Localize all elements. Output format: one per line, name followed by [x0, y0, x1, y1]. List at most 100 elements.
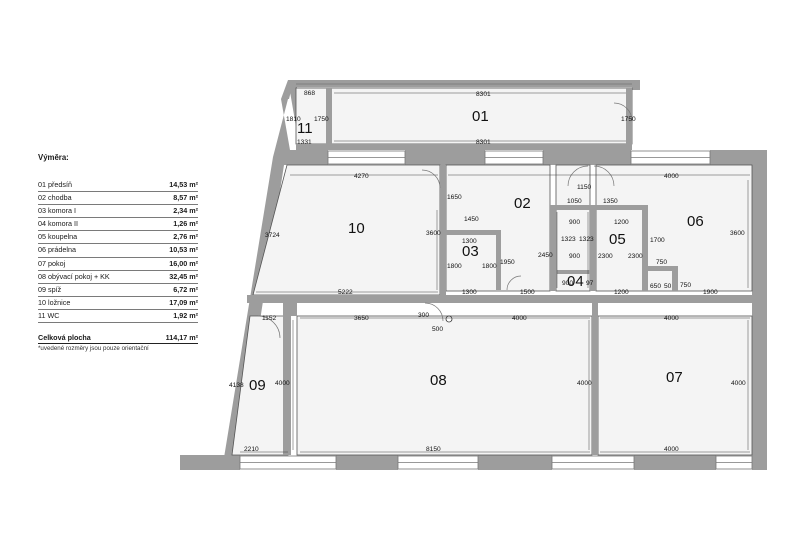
- dim-label: 2300: [628, 253, 643, 260]
- dim-label: 4000: [664, 315, 679, 322]
- legend-row-label: 05 koupelna: [38, 232, 78, 242]
- room-03-label: 03: [462, 243, 479, 260]
- room-01-label: 01: [472, 108, 489, 125]
- dim-label: 1950: [500, 259, 515, 266]
- dim-label: 5222: [338, 289, 353, 296]
- dim-label: 3600: [426, 230, 441, 237]
- dim-label: 1323: [579, 236, 594, 243]
- dim-label: 1500: [520, 289, 535, 296]
- legend-row-value: 32,45 m²: [169, 271, 198, 281]
- legend-row-label: 11 WC: [38, 310, 60, 320]
- dim-label: 3650: [354, 315, 369, 322]
- dim-label: 650: [650, 283, 661, 290]
- legend-row: 08 obývací pokoj + KK 32,45 m²: [38, 271, 198, 284]
- dim-label: 4000: [512, 315, 527, 322]
- dim-label: 4000: [664, 173, 679, 180]
- dim-label: 1750: [621, 116, 636, 123]
- legend-row-value: 2,34 m²: [173, 206, 198, 216]
- corridor-strip: [295, 87, 633, 150]
- legend-row-label: 08 obývací pokoj + KK: [38, 271, 110, 281]
- dim-label: 50: [664, 283, 672, 290]
- dimension-lines: [240, 92, 750, 453]
- legend-row-label: 06 prádelna: [38, 245, 76, 255]
- dim-label: 500: [432, 326, 443, 333]
- dim-label: 2300: [598, 253, 613, 260]
- column-marker: [445, 315, 453, 323]
- dim-label: 1152: [262, 315, 277, 322]
- legend-row: 09 spíž 6,72 m²: [38, 284, 198, 297]
- dim-label: 8301: [476, 91, 491, 98]
- legend-row: 05 koupelna 2,76 m²: [38, 231, 198, 245]
- door-swings: [257, 102, 633, 339]
- legend-row: 11 WC 1,92 m²: [38, 310, 198, 324]
- legend-row-value: 8,57 m²: [173, 193, 198, 203]
- dim-label: 8301: [476, 139, 491, 146]
- dim-label: 4000: [731, 380, 746, 387]
- legend-row-label: 07 pokoj: [38, 258, 66, 268]
- dim-label: 750: [680, 282, 691, 289]
- dim-label: 1810: [286, 116, 301, 123]
- outer-walls: [180, 80, 767, 470]
- dim-label: 900: [569, 253, 580, 260]
- legend-title: Výměra:: [38, 153, 69, 162]
- legend-row-label: 01 předsíň: [38, 180, 72, 189]
- dim-label: 1323: [561, 236, 576, 243]
- legend-row-value: 1,92 m²: [173, 310, 198, 320]
- dim-label: 4138: [229, 382, 244, 389]
- interior-rooms: [231, 164, 753, 456]
- legend-row-value: 6,72 m²: [173, 284, 198, 294]
- legend-row-label: 09 spíž: [38, 284, 62, 294]
- room-06-label: 06: [687, 213, 704, 230]
- room-07-label: 07: [666, 369, 683, 386]
- interior-walls: [247, 165, 752, 455]
- legend-row-value: 17,09 m²: [169, 297, 198, 307]
- dim-label: 1350: [603, 198, 618, 205]
- legend-row-value: 14,53 m²: [169, 180, 198, 189]
- room-11-label: 11: [297, 120, 313, 137]
- area-legend: Výměra: 01 předsíň 14,53 m² 02 chodba 8,57 …: [38, 153, 198, 352]
- dimension-labels: 868 8301 1810 1750 1750 1331 8301 4270 1…: [229, 90, 746, 453]
- dim-label: 1800: [447, 263, 462, 270]
- dim-label: 900: [562, 280, 573, 287]
- legend-row: 06 prádelna 10,53 m²: [38, 244, 198, 258]
- dim-label: 1750: [314, 116, 329, 123]
- dim-label: 1700: [650, 237, 665, 244]
- dim-label: 1050: [567, 198, 582, 205]
- dim-label: 97: [586, 280, 594, 287]
- dim-label: 900: [569, 219, 580, 226]
- legend-total: Celková plocha 114,17 m²: [38, 333, 198, 345]
- room-08-label: 08: [430, 372, 447, 389]
- dim-label: 3600: [730, 230, 745, 237]
- dim-label: 1150: [577, 184, 592, 191]
- legend-row-label: 03 komora I: [38, 206, 76, 216]
- legend-row-value: 1,26 m²: [173, 219, 198, 229]
- dim-label: 1200: [614, 289, 629, 296]
- dim-label: 8150: [426, 446, 441, 453]
- dim-label: 1300: [462, 289, 477, 296]
- legend-rows: 01 předsíň 14,53 m² 02 chodba 8,57 m² 03 kom…: [38, 179, 198, 324]
- legend-row-label: 02 chodba: [38, 193, 72, 203]
- legend-row-value: 2,76 m²: [173, 232, 198, 242]
- dim-label: 868: [304, 90, 315, 97]
- room-05-label: 05: [609, 231, 626, 248]
- total-label: Celková plocha: [38, 333, 91, 343]
- dim-label: 1900: [703, 289, 718, 296]
- dim-label: 1331: [297, 139, 312, 146]
- total-value: 114,17 m²: [165, 333, 198, 343]
- legend-row: 07 pokoj 16,00 m²: [38, 258, 198, 271]
- dim-label: 1450: [464, 216, 479, 223]
- legend-row-value: 10,53 m²: [169, 245, 198, 255]
- dim-label: 1650: [447, 194, 462, 201]
- legend-row: 03 komora I 2,34 m²: [38, 205, 198, 219]
- legend-row-value: 16,00 m²: [169, 258, 198, 268]
- dim-label: 4000: [664, 446, 679, 453]
- room-09-label: 09: [249, 377, 266, 394]
- dim-label: 3724: [265, 232, 280, 239]
- dim-label: 750: [656, 259, 667, 266]
- dim-label: 1300: [462, 238, 477, 245]
- room-10-label: 10: [348, 220, 365, 237]
- dim-label: 2450: [538, 252, 553, 259]
